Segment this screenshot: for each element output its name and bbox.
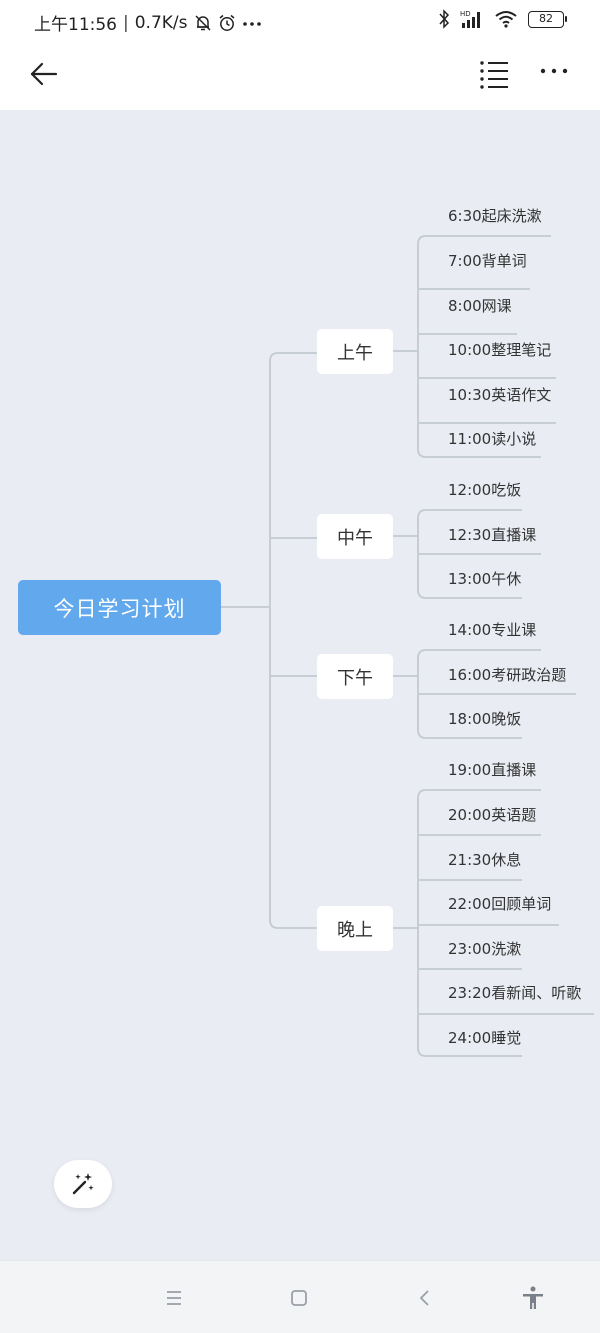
leaf-node[interactable]: 23:20看新闻、听歌 bbox=[448, 984, 582, 1002]
connector-branch-evening bbox=[393, 789, 594, 1057]
leaf-node[interactable]: 18:00晚饭 bbox=[448, 710, 522, 728]
leaf-node[interactable]: 14:00专业课 bbox=[448, 621, 537, 639]
battery-level: 82 bbox=[539, 11, 553, 25]
leaf-node[interactable]: 23:00洗漱 bbox=[448, 940, 522, 958]
alarm-icon bbox=[219, 14, 234, 31]
status-separator: | bbox=[123, 12, 129, 33]
status-time: 上午11:56 bbox=[34, 15, 117, 35]
home-square-icon bbox=[291, 1290, 307, 1306]
status-bar: 上午11:56 | 0.7K/s HD bbox=[0, 0, 600, 46]
leaf-node[interactable]: 8:00网课 bbox=[448, 297, 512, 315]
leaf-node[interactable]: 10:00整理笔记 bbox=[448, 341, 552, 359]
mindmap-connectors bbox=[221, 235, 594, 1057]
leaf-node[interactable]: 12:00吃饭 bbox=[448, 481, 522, 499]
leaf-node[interactable]: 13:00午休 bbox=[448, 570, 522, 588]
system-nav-bar bbox=[0, 1260, 600, 1333]
menu-icon bbox=[167, 1291, 181, 1305]
magic-wand-icon bbox=[72, 1173, 94, 1195]
branch-node-morning[interactable]: 上午 bbox=[317, 329, 393, 374]
magic-style-button[interactable] bbox=[54, 1160, 112, 1208]
back-arrow-icon bbox=[30, 62, 58, 86]
leaf-node[interactable]: 6:30起床洗漱 bbox=[448, 207, 542, 225]
nav-back-button[interactable] bbox=[412, 1285, 438, 1311]
leaf-node[interactable]: 22:00回顾单词 bbox=[448, 895, 552, 913]
mindmap-root-node[interactable]: 今日学习计划 bbox=[18, 580, 221, 635]
status-left: 上午11:56 | 0.7K/s bbox=[34, 10, 262, 35]
more-horizontal-icon bbox=[540, 68, 568, 74]
leaf-node[interactable]: 12:30直播课 bbox=[448, 526, 537, 544]
app-bar bbox=[0, 46, 600, 110]
home-button[interactable] bbox=[286, 1285, 312, 1311]
outline-list-icon bbox=[480, 61, 508, 89]
leaf-node[interactable]: 24:00睡觉 bbox=[448, 1029, 522, 1047]
branch-node-evening[interactable]: 晚上 bbox=[317, 906, 393, 951]
back-button[interactable] bbox=[26, 56, 62, 92]
leaf-node[interactable]: 16:00考研政治题 bbox=[448, 666, 567, 684]
branch-node-afternoon[interactable]: 下午 bbox=[317, 654, 393, 699]
mindmap-canvas[interactable]: 今日学习计划 上午 中午 下午 晚上 6:30起床洗漱 7:00背单词 8:00… bbox=[0, 110, 600, 1260]
outline-button[interactable] bbox=[476, 55, 512, 91]
accessibility-button[interactable] bbox=[520, 1285, 546, 1311]
branch-node-noon[interactable]: 中午 bbox=[317, 514, 393, 559]
more-dots-icon bbox=[242, 21, 261, 26]
connector-trunk bbox=[269, 352, 317, 929]
connector-branch-noon bbox=[393, 509, 541, 599]
more-button[interactable] bbox=[536, 55, 572, 91]
network-speed: 0.7K/s bbox=[134, 12, 188, 33]
leaf-node[interactable]: 19:00直播课 bbox=[448, 761, 537, 779]
accessibility-icon bbox=[523, 1286, 543, 1309]
battery-icon: 82 bbox=[528, 10, 567, 28]
leaf-node[interactable]: 10:30英语作文 bbox=[448, 386, 552, 404]
status-right: HD 82 bbox=[438, 9, 567, 29]
leaf-node[interactable]: 20:00英语题 bbox=[448, 806, 537, 824]
bluetooth-icon bbox=[439, 9, 450, 29]
menu-button[interactable] bbox=[161, 1285, 187, 1311]
hd-signal-icon: HD bbox=[460, 10, 480, 28]
leaf-node[interactable]: 7:00背单词 bbox=[448, 252, 527, 270]
wifi-icon bbox=[495, 11, 517, 28]
back-chevron-icon bbox=[419, 1290, 429, 1306]
connector-branch-morning bbox=[393, 235, 556, 458]
bell-muted-icon bbox=[194, 14, 211, 31]
connector-branch-afternoon bbox=[393, 649, 576, 739]
svg-text:HD: HD bbox=[460, 10, 471, 18]
leaf-node[interactable]: 21:30休息 bbox=[448, 851, 522, 869]
leaf-node[interactable]: 11:00读小说 bbox=[448, 430, 537, 448]
